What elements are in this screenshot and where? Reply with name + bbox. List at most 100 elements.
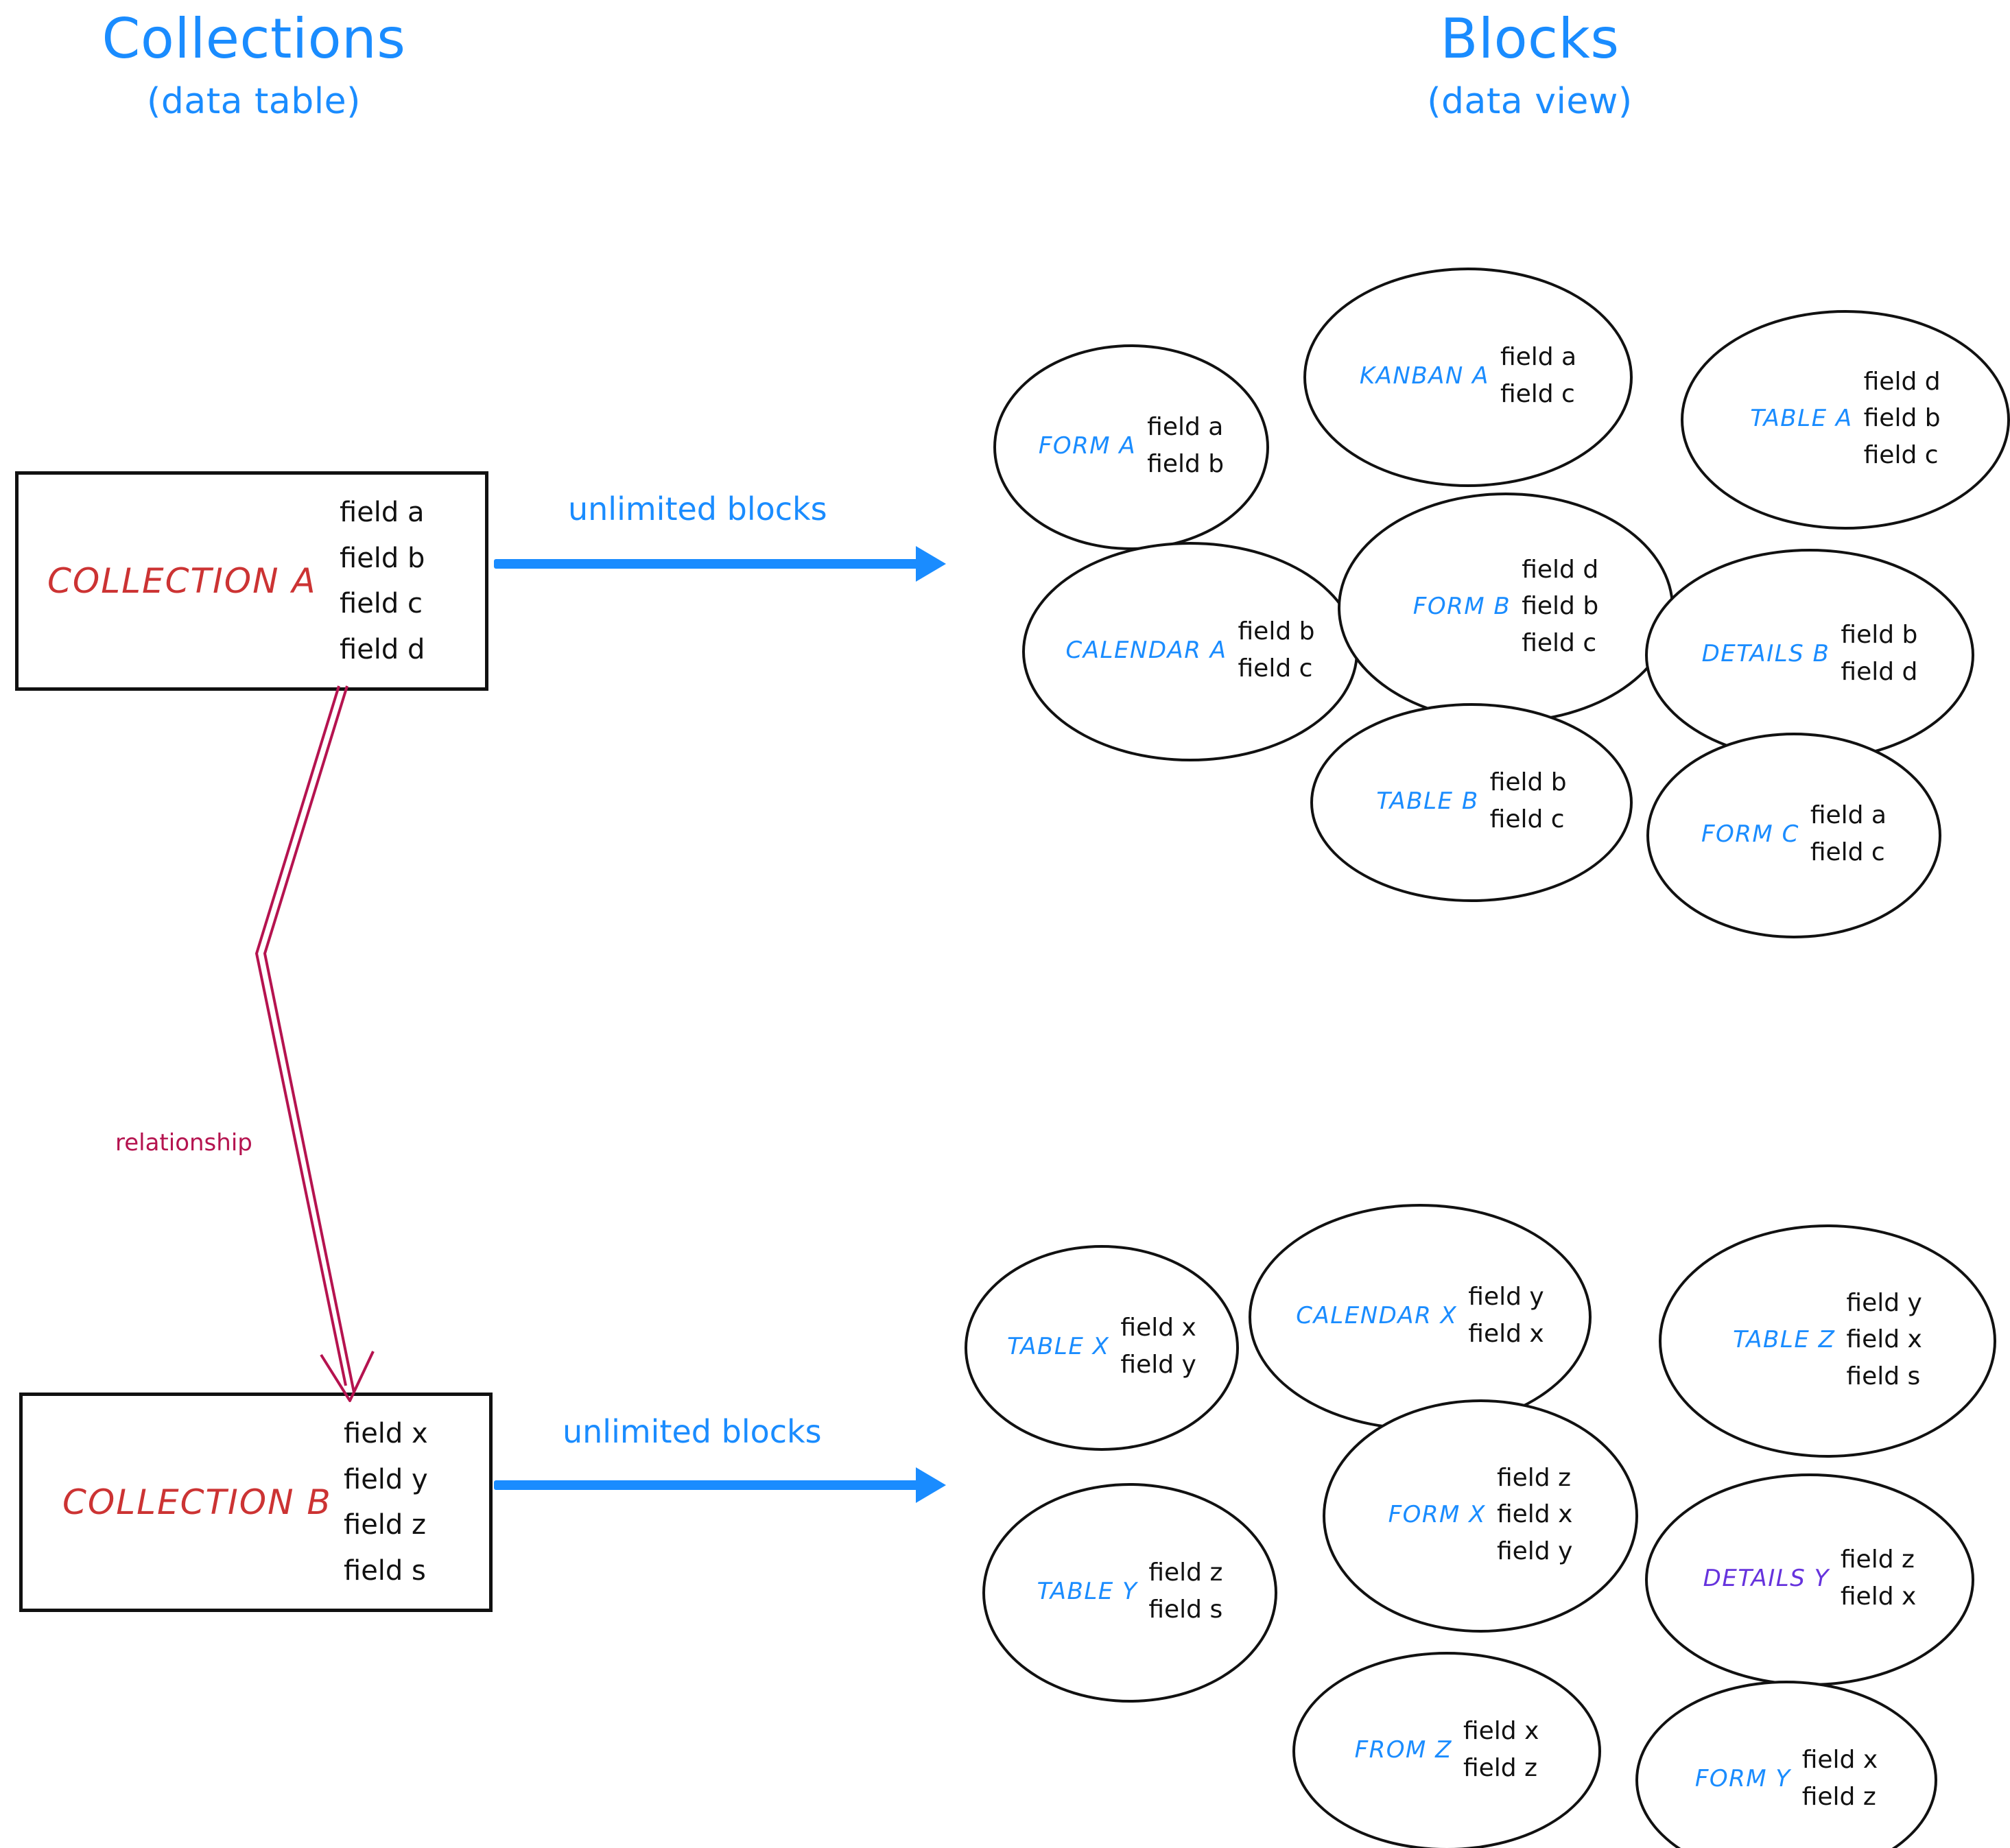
block-label: FROM Z: [1354, 1736, 1452, 1764]
block-form-b[interactable]: FORM B field d field b field c: [1338, 493, 1674, 723]
block-form-y[interactable]: FORM Y field x field z: [1635, 1681, 1937, 1848]
block-label: FORM A: [1038, 432, 1137, 460]
collection-box-b[interactable]: COLLECTION B field x field y field z fie…: [19, 1393, 493, 1612]
field-item: field b: [1147, 450, 1225, 478]
block-label: FORM X: [1388, 1501, 1486, 1528]
field-item: field a: [1147, 413, 1224, 442]
block-field-list: field b field d: [1841, 621, 1917, 685]
field-item: field y: [1468, 1283, 1544, 1312]
block-calendar-a[interactable]: CALENDAR A field b field c: [1022, 542, 1358, 761]
block-field-list: field d field b field c: [1522, 556, 1598, 657]
block-field-list: field x field z: [1463, 1718, 1539, 1781]
field-item: field z: [1148, 1559, 1223, 1587]
block-label: KANBAN A: [1359, 362, 1489, 390]
block-form-x[interactable]: FORM X field z field x field y: [1323, 1399, 1638, 1633]
field-item: field y: [1846, 1288, 1922, 1317]
heading-collections-main: Collections: [102, 7, 406, 71]
field-item: field z: [344, 1509, 427, 1541]
block-field-list: field x field y: [1120, 1314, 1196, 1378]
block-table-x[interactable]: TABLE X field x field y: [965, 1245, 1239, 1451]
block-calendar-x[interactable]: CALENDAR X field y field x: [1249, 1204, 1592, 1430]
block-field-list: field y field x: [1468, 1283, 1544, 1347]
relationship-label: relationship: [115, 1129, 252, 1157]
collection-a-field-list: field a field b field c field d: [340, 490, 470, 672]
collection-b-field-list: field x field y field z field s: [344, 1411, 474, 1594]
field-item: field d: [340, 633, 425, 665]
field-item: field x: [1496, 1500, 1573, 1529]
field-item: field c: [1810, 838, 1885, 866]
block-form-a[interactable]: FORM A field a field b: [993, 344, 1269, 550]
block-table-a[interactable]: TABLE A field d field b field c: [1681, 310, 2010, 530]
block-field-list: field a field b: [1147, 414, 1224, 477]
block-form-c[interactable]: FORM C field a field c: [1646, 733, 1941, 938]
block-field-list: field a field c: [1500, 344, 1576, 407]
field-item: field s: [1846, 1362, 1921, 1390]
heading-blocks-sub: (data view): [1427, 81, 1633, 123]
block-label: FORM Y: [1694, 1765, 1791, 1792]
arrow-line-a: [494, 559, 919, 569]
field-item: field a: [1500, 343, 1577, 372]
block-details-b[interactable]: DETAILS B field b field d: [1645, 549, 1974, 761]
block-table-y[interactable]: TABLE Y field z field s: [982, 1483, 1277, 1703]
block-details-y[interactable]: DETAILS Y field z field x: [1645, 1473, 1974, 1686]
field-item: field c: [1863, 440, 1939, 469]
block-field-list: field y field x field s: [1846, 1290, 1922, 1390]
field-item: field c: [1522, 628, 1597, 657]
field-item: field b: [1841, 621, 1918, 650]
block-label: DETAILS B: [1701, 640, 1830, 667]
block-field-list: field d field b field c: [1864, 368, 1941, 469]
field-item: field b: [1863, 404, 1941, 433]
block-field-list: field b field c: [1238, 618, 1315, 682]
heading-collections: Collections (data table): [41, 7, 466, 123]
field-item: field b: [1522, 592, 1599, 621]
block-field-list: field x field z: [1802, 1746, 1878, 1810]
field-item: field x: [344, 1418, 428, 1450]
block-label: FORM B: [1412, 593, 1511, 620]
block-from-z[interactable]: FROM Z field x field z: [1292, 1652, 1601, 1848]
field-item: field x: [1468, 1320, 1544, 1348]
block-label: TABLE A: [1750, 405, 1853, 432]
block-label: CALENDAR X: [1296, 1302, 1458, 1329]
arrow-head-b: [916, 1467, 946, 1503]
field-item: field c: [340, 588, 423, 620]
field-item: field y: [344, 1463, 428, 1495]
block-table-b[interactable]: TABLE B field b field c: [1310, 703, 1633, 902]
field-item: field z: [1801, 1783, 1876, 1811]
block-kanban-a[interactable]: KANBAN A field a field c: [1303, 268, 1633, 487]
field-item: field z: [1840, 1545, 1915, 1574]
field-item: field c: [1489, 805, 1565, 833]
arrow-line-b: [494, 1480, 919, 1490]
collection-a-name: COLLECTION A: [47, 561, 317, 601]
collection-box-a[interactable]: COLLECTION A field a field b field c fie…: [15, 471, 488, 691]
heading-blocks: Blocks (data view): [1317, 7, 1742, 123]
arrow-label-unlimited-blocks-b: unlimited blocks: [563, 1413, 822, 1450]
block-field-list: field a field c: [1810, 802, 1887, 866]
field-item: field y: [1120, 1351, 1196, 1379]
block-label: CALENDAR A: [1065, 637, 1227, 664]
field-item: field x: [1463, 1717, 1539, 1746]
field-item: field b: [340, 542, 425, 574]
field-item: field a: [340, 497, 425, 529]
field-item: field s: [344, 1554, 426, 1587]
relationship-line-1: [255, 685, 347, 1386]
field-item: field d: [1863, 367, 1941, 396]
block-table-z[interactable]: TABLE Z field y field x field s: [1659, 1224, 1996, 1458]
block-label: TABLE B: [1376, 787, 1479, 815]
field-item: field z: [1463, 1754, 1537, 1782]
field-item: field b: [1238, 617, 1315, 646]
block-field-list: field z field s: [1148, 1559, 1222, 1623]
field-item: field z: [1496, 1463, 1571, 1492]
field-item: field y: [1496, 1537, 1573, 1565]
block-field-list: field z field x field y: [1497, 1465, 1572, 1565]
block-label: TABLE Y: [1037, 1578, 1138, 1605]
block-label: DETAILS Y: [1703, 1565, 1830, 1592]
block-label: TABLE X: [1007, 1333, 1110, 1360]
field-item: field a: [1810, 801, 1887, 830]
field-item: field s: [1148, 1596, 1223, 1624]
heading-blocks-main: Blocks: [1440, 7, 1620, 71]
field-item: field x: [1801, 1746, 1878, 1775]
field-item: field c: [1238, 654, 1313, 683]
field-item: field x: [1840, 1583, 1917, 1611]
heading-collections-sub: (data table): [147, 81, 361, 123]
